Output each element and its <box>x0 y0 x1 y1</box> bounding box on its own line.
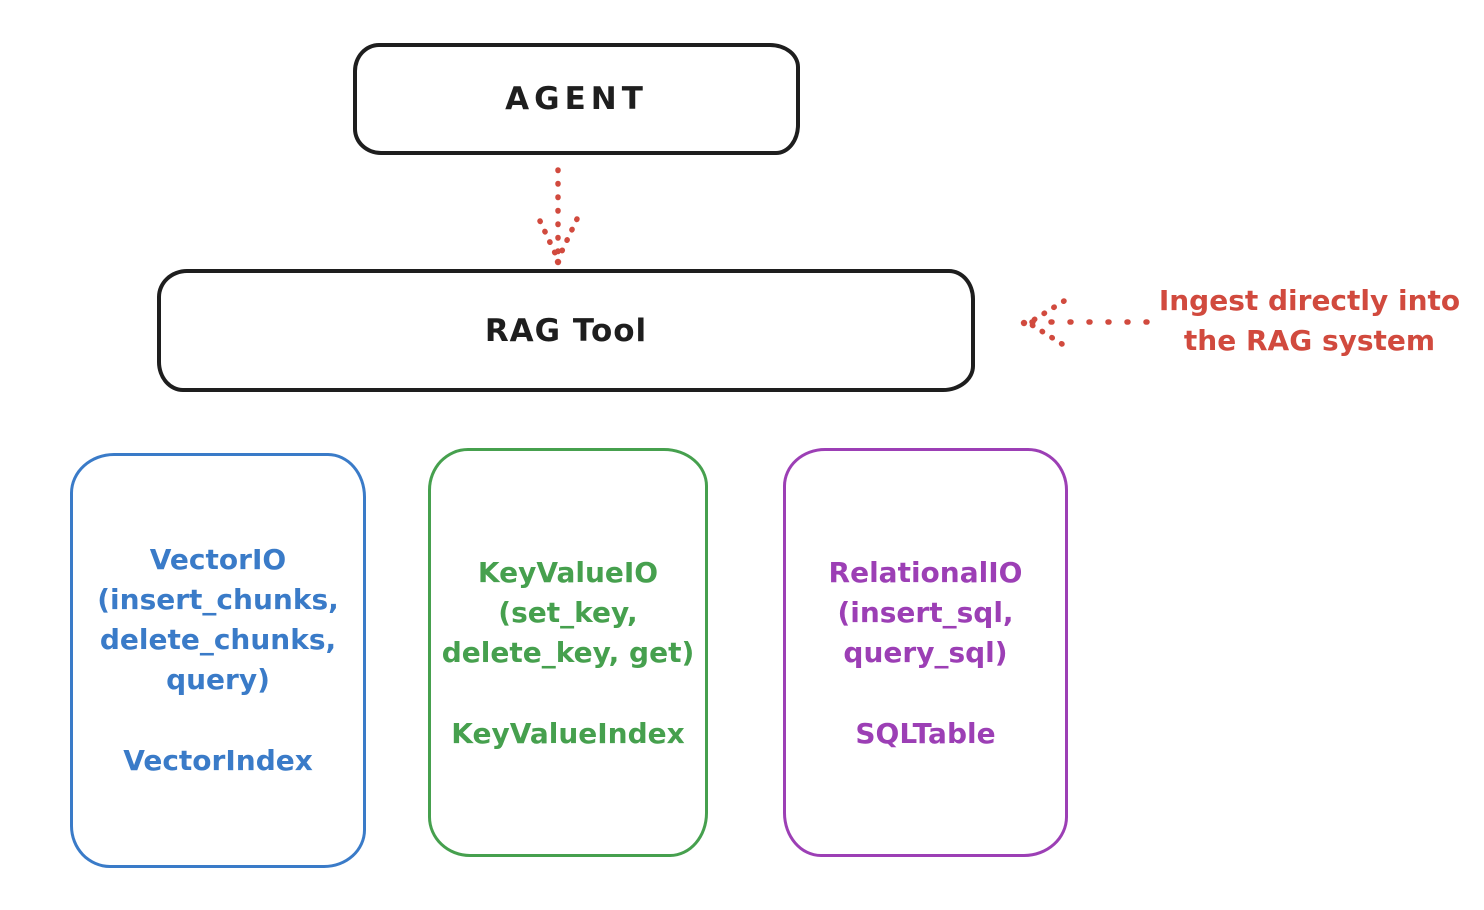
dotted-left-arrow-icon <box>1020 298 1150 347</box>
vector-io-line: query) <box>166 663 270 696</box>
agent-label: AGENT <box>505 81 648 117</box>
vector-io-line: VectorIO <box>149 543 287 576</box>
relational-io-box: RelationalIO (insert_sql, query_sql) SQL… <box>783 448 1068 857</box>
sql-table-label: SQLTable <box>855 717 996 750</box>
vector-io-box: VectorIO (insert_chunks, delete_chunks, … <box>70 453 366 868</box>
rag-tool-node: RAG Tool <box>157 269 975 392</box>
relational-io-line: RelationalIO <box>828 556 1023 589</box>
keyvalue-io-line: delete_key, get) <box>441 636 695 669</box>
dotted-down-arrow-icon <box>537 167 580 266</box>
vector-index-label: VectorIndex <box>123 744 313 777</box>
ingest-annotation-line2: the RAG system <box>1183 324 1436 357</box>
rag-tool-label: RAG Tool <box>484 312 648 349</box>
relational-io-line: (insert_sql, <box>837 596 1014 629</box>
keyvalue-io-line: (set_key, <box>498 596 638 629</box>
vector-io-line: (insert_chunks, <box>97 583 339 616</box>
vector-io-line: delete_chunks, <box>99 623 337 656</box>
ingest-annotation: Ingest directly into the RAG system <box>1135 281 1484 361</box>
keyvalue-io-box: KeyValueIO (set_key, delete_key, get) Ke… <box>428 448 708 857</box>
ingest-annotation-line1: Ingest directly into <box>1158 284 1461 317</box>
agent-node: AGENT <box>353 43 800 155</box>
keyvalue-io-line: KeyValueIO <box>477 556 659 589</box>
relational-io-line: query_sql) <box>843 636 1008 669</box>
keyvalue-index-label: KeyValueIndex <box>451 717 685 750</box>
